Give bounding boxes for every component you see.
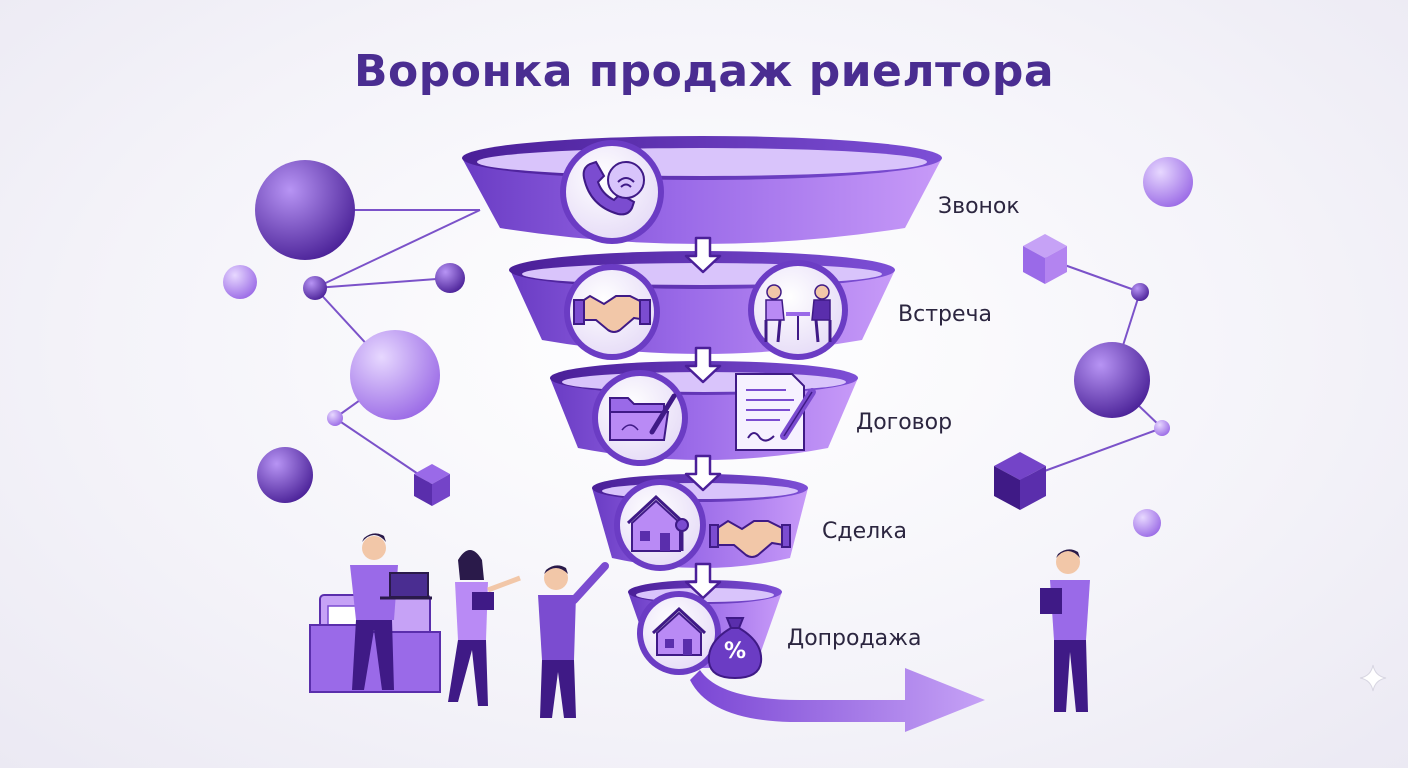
- sphere: [255, 160, 355, 260]
- person-pointing: [538, 562, 609, 718]
- stage-label-dogovor: Договор: [856, 410, 953, 435]
- sphere: [303, 276, 327, 300]
- cube: [994, 452, 1046, 510]
- sphere: [257, 447, 313, 503]
- cube: [414, 464, 450, 506]
- down-arrow-icon: [684, 454, 722, 492]
- sphere: [1133, 509, 1161, 537]
- meeting-icon: [748, 260, 848, 360]
- sphere: [1154, 420, 1170, 436]
- stage-label-doprodazha: Допродажа: [787, 626, 922, 651]
- person-standing-right: [1040, 549, 1090, 712]
- person-with-laptop: [350, 533, 432, 690]
- sphere: [1131, 283, 1149, 301]
- sphere: [327, 410, 343, 426]
- page-title: Воронка продаж риелтора: [353, 46, 1055, 97]
- money-bag-icon: [707, 617, 763, 680]
- down-arrow-icon: [684, 236, 722, 274]
- stage-label-sdelka: Сделка: [822, 519, 907, 544]
- sphere: [1143, 157, 1193, 207]
- sphere: [223, 265, 257, 299]
- contract-icon: [735, 373, 816, 451]
- cube: [1023, 234, 1067, 284]
- phone-chat-icon: [560, 140, 664, 244]
- folder-signing-icon: [592, 370, 688, 466]
- sphere: [1074, 342, 1150, 418]
- down-arrow-icon: [684, 346, 722, 384]
- output-arrow: [690, 668, 985, 732]
- stage-label-vstrecha: Встреча: [898, 302, 992, 327]
- money-bag-symbol: %: [724, 639, 746, 664]
- sphere: [435, 263, 465, 293]
- handshake-icon: [709, 519, 791, 558]
- house-icon: [637, 591, 721, 675]
- handshake-icon: [564, 264, 660, 360]
- sphere: [350, 330, 440, 420]
- down-arrow-icon: [684, 562, 722, 600]
- person-with-tablet: [448, 550, 521, 706]
- house-key-icon: [614, 479, 706, 571]
- stage-label-zvonok: Звонок: [938, 194, 1020, 219]
- sparkle-icon: [1359, 664, 1387, 692]
- funnel-tier-1: [462, 136, 942, 244]
